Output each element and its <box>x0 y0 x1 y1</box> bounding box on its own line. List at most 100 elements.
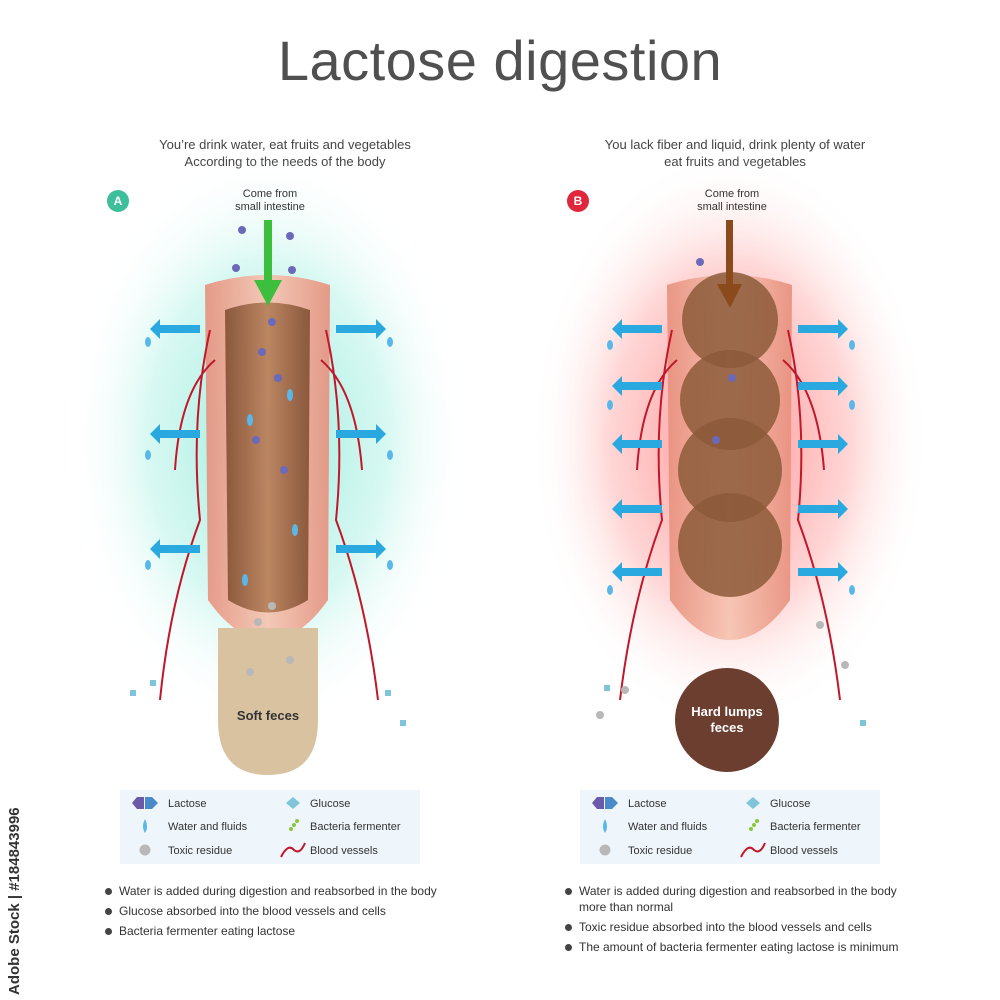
panel-b-vessel-left <box>619 329 673 701</box>
note-item-continuation: more than normal <box>579 900 674 914</box>
panel-b-water-arrow <box>612 562 662 582</box>
lactose-molecule <box>280 466 288 474</box>
note-item: The amount of bacteria fermenter eating … <box>563 940 943 955</box>
panel-a-water-arrow <box>150 319 200 339</box>
glucose-cubes <box>130 680 866 726</box>
water-droplet <box>247 414 253 426</box>
panel-a-soft-feces <box>218 628 318 775</box>
panel-a-water-arrow <box>150 424 200 444</box>
panel-a-badge: A <box>107 190 129 212</box>
legend-bacteria-label: Bacteria fermenter <box>770 821 861 833</box>
water-droplet <box>287 389 293 401</box>
water-droplet <box>145 450 151 460</box>
panel-a-colon-content <box>225 302 310 613</box>
legend-blood-label: Blood vessels <box>770 845 838 857</box>
panel-a-water-arrow <box>336 424 386 444</box>
glucose-cube <box>130 690 136 696</box>
particles <box>130 226 866 726</box>
note-item: Water is added during digestion and reab… <box>563 884 943 899</box>
glucose-cube <box>150 680 156 686</box>
legend-bacteria-label: Bacteria fermenter <box>310 821 401 833</box>
page-title: Lactose digestion <box>277 29 723 92</box>
toxic-residue-particle <box>621 686 629 694</box>
panel-b-lump <box>678 418 782 522</box>
panel-a-come-from: Come from small intestine <box>200 188 340 214</box>
panel-a-notes: Water is added during digestion and reab… <box>103 884 483 944</box>
water-droplets <box>145 337 855 595</box>
panel-b-water-arrow <box>612 499 662 519</box>
panel-a-subtitle-line1: You’re drink water, eat fruits and veget… <box>159 137 411 152</box>
blood-vessel-icon <box>740 842 766 858</box>
legend-toxic-label: Toxic residue <box>628 845 693 857</box>
water-droplet <box>849 340 855 350</box>
lactose-molecule <box>232 264 240 272</box>
panel-b-water-arrow <box>798 499 848 519</box>
panel-a-vessel-left <box>159 329 211 701</box>
panel-b-blood-vessels <box>619 329 841 701</box>
glucose-cube <box>385 690 391 696</box>
note-item: Bacteria fermenter eating lactose <box>103 924 483 939</box>
panel-a-blood-vessels <box>159 329 379 701</box>
note-item: Glucose absorbed into the blood vessels … <box>103 904 483 919</box>
panel-b-water-arrow <box>798 376 848 396</box>
glucose-icon <box>746 797 760 809</box>
bacteria-icon <box>289 819 299 831</box>
water-droplet <box>387 450 393 460</box>
water-droplet <box>849 400 855 410</box>
water-droplet <box>849 585 855 595</box>
panel-a-vessel-right2 <box>320 359 363 471</box>
panel-b-legend: Lactose Glucose Water and fluids Bacteri… <box>580 790 880 864</box>
panel-a-feces-label: Soft feces <box>236 708 300 723</box>
lactose-molecule <box>268 318 276 326</box>
panel-b-hard-feces <box>675 668 779 772</box>
panel-b-vessel-left2 <box>636 359 678 471</box>
lactose-molecule <box>252 436 260 444</box>
lactose-icon <box>132 797 158 809</box>
panel-a-arrow-shaft <box>264 220 272 282</box>
panel-b-water-arrow <box>612 319 662 339</box>
water-droplet <box>607 340 613 350</box>
panel-a-water-arrow <box>150 539 200 559</box>
panel-a-come-line2: small intestine <box>235 201 305 213</box>
toxic-residue-particle <box>286 656 294 664</box>
panel-a-water-arrow <box>336 319 386 339</box>
lactose-molecule <box>274 374 282 382</box>
panel-b-vessel-right <box>787 329 841 701</box>
panel-b-feces-line2: feces <box>710 720 744 735</box>
panel-b-water-arrow <box>612 376 662 396</box>
blood-vessel-icon <box>280 842 306 858</box>
glucose-cube <box>860 720 866 726</box>
toxic-residue-particle <box>246 668 254 676</box>
panel-b-subtitle-line1: You lack fiber and liquid, drink plenty … <box>604 137 866 152</box>
panel-b-notes: Water is added during digestion and reab… <box>563 884 943 960</box>
panel-b-arrow-head <box>717 284 742 308</box>
legend-glucose-label: Glucose <box>310 798 351 810</box>
toxic-residue-icon <box>599 844 611 856</box>
water-droplet <box>387 560 393 570</box>
water-droplet <box>607 400 613 410</box>
panel-a-vessel-left2 <box>174 359 216 471</box>
toxic-residue-icon <box>139 844 151 856</box>
lactose-molecule <box>288 266 296 274</box>
note-item: Toxic residue absorbed into the blood ve… <box>563 920 943 935</box>
toxic-residue-particle <box>841 661 849 669</box>
legend-water-label: Water and fluids <box>168 821 248 833</box>
legend-lactose-label: Lactose <box>628 798 667 810</box>
bacteria-icon <box>749 819 759 831</box>
panel-a-water-arrow <box>336 539 386 559</box>
water-droplet <box>292 524 298 536</box>
panel-b-badge: B <box>567 190 589 212</box>
panel-a-arrow-head <box>254 280 282 306</box>
panel-b-water-arrow <box>798 562 848 582</box>
note-item: Water is added during digestion and reab… <box>103 884 483 899</box>
toxic-residue-particle <box>596 711 604 719</box>
panel-b-water-arrows <box>612 319 848 582</box>
legend-glucose-label: Glucose <box>770 798 811 810</box>
glucose-cube <box>604 685 610 691</box>
lactose-molecules <box>232 226 736 474</box>
water-droplet <box>387 337 393 347</box>
glucose-icon <box>286 797 300 809</box>
toxic-residue-particle <box>268 602 276 610</box>
lactose-molecule <box>728 374 736 382</box>
lactose-molecule <box>286 232 294 240</box>
